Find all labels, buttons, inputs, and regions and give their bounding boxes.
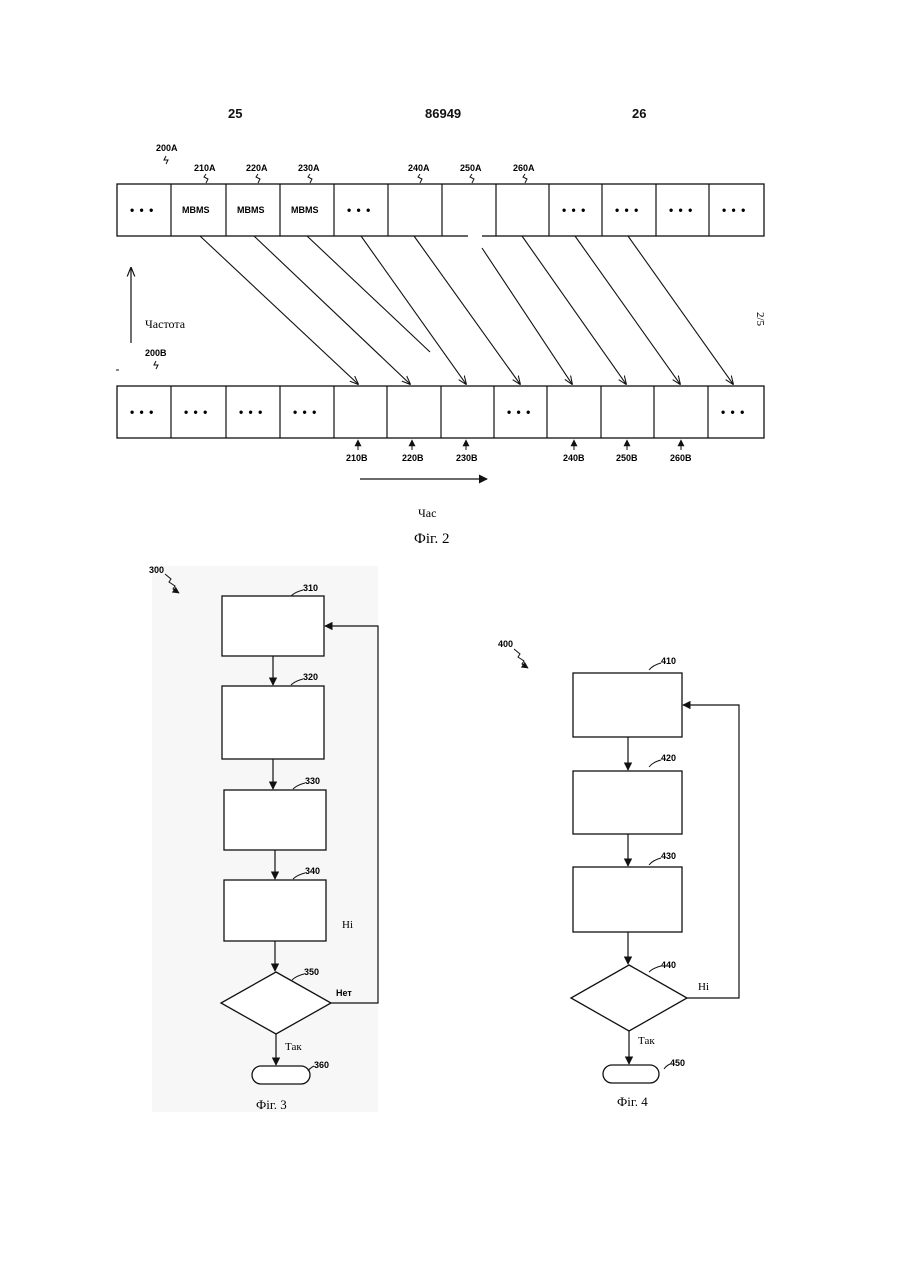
fig3-step-340-box <box>224 880 326 941</box>
label-240a: 240A <box>408 163 430 173</box>
row-b-cell-12-dots: • • • <box>721 405 745 419</box>
row-b-cell-1-dots: • • • <box>130 405 154 419</box>
ref-400: 400 <box>498 639 513 649</box>
fig3-no-label-diamond: Нет <box>336 988 352 998</box>
fig4-label-450: 450 <box>670 1058 685 1068</box>
fig4-terminal-450 <box>603 1065 659 1083</box>
fig4-label-420: 420 <box>661 753 676 763</box>
row-b-cell-4-dots: • • • <box>293 405 317 419</box>
label-250b: 250B <box>616 453 638 463</box>
fig3-terminal-360 <box>252 1066 310 1084</box>
figure-4-caption: Фіг. 4 <box>617 1094 648 1109</box>
fig4-label-440: 440 <box>661 960 676 970</box>
fig3-no-label: Ні <box>342 919 353 931</box>
sheet-side-label: 2/5 <box>754 312 766 327</box>
ref-200a: 200A <box>156 143 178 153</box>
fig3-step-320-box <box>222 686 324 759</box>
label-220a: 220A <box>246 163 268 173</box>
frame-row-a <box>117 184 764 239</box>
fig3-label-360: 360 <box>314 1060 329 1070</box>
row-a-cell-12-dots: • • • <box>669 203 693 217</box>
row-b-leader-lines <box>358 440 681 450</box>
row-a-cell-mbms-2: MBMS <box>237 205 265 215</box>
row-a-cell-mbms-3: MBMS <box>291 205 319 215</box>
fig4-label-430: 430 <box>661 851 676 861</box>
fig3-label-350: 350 <box>304 967 319 977</box>
frame-row-b <box>117 386 764 438</box>
row-a-cell-1-dots: • • • <box>130 203 154 217</box>
ref-200b-squiggle <box>154 361 158 369</box>
row-b-cell-2-dots: • • • <box>184 405 208 419</box>
row-b-cell-3-dots: • • • <box>239 405 263 419</box>
fig3-label-330: 330 <box>305 776 320 786</box>
fig4-step-420-box <box>573 771 682 834</box>
fig4-no-label: Ні <box>698 981 709 993</box>
label-240b: 240B <box>563 453 585 463</box>
ref-200a-squiggle <box>164 156 168 164</box>
fig3-step-330-box <box>224 790 326 850</box>
figure-3: 300 310 320 330 340 350 360 Н <box>149 565 378 1112</box>
fig3-step-310-box <box>222 596 324 656</box>
label-230a: 230A <box>298 163 320 173</box>
label-210b: 210B <box>346 453 368 463</box>
fig3-label-340: 340 <box>305 866 320 876</box>
fig3-yes-label: Так <box>285 1041 302 1053</box>
fig4-label-410: 410 <box>661 656 676 666</box>
ref-300: 300 <box>149 565 164 575</box>
fig4-step-410-box <box>573 673 682 737</box>
row-a-cell-10-dots: • • • <box>562 203 586 217</box>
fig4-yes-label: Так <box>638 1035 655 1047</box>
row-a-cell-11-dots: • • • <box>615 203 639 217</box>
label-230b: 230B <box>456 453 478 463</box>
time-axis-label: Час <box>418 506 436 520</box>
row-b-cell-8-dots: • • • <box>507 405 531 419</box>
row-a-leader-lines <box>204 174 527 183</box>
row-a-cell-5-dots: • • • <box>347 203 371 217</box>
label-210a: 210A <box>194 163 216 173</box>
fig3-label-310: 310 <box>303 583 318 593</box>
fig4-decision-440 <box>571 965 687 1031</box>
label-220b: 220B <box>402 453 424 463</box>
figure-3-caption: Фіг. 3 <box>256 1097 287 1112</box>
label-260a: 260A <box>513 163 535 173</box>
ref-400-squiggle <box>514 649 528 668</box>
label-250a: 250A <box>460 163 482 173</box>
mapping-arrows <box>200 236 733 384</box>
label-260b: 260B <box>670 453 692 463</box>
row-a-cell-13-dots: • • • <box>722 203 746 217</box>
figure-2: 200A • • • MBMS MBMS MBMS • • • • • • • … <box>116 143 766 547</box>
row-a-cell-mbms-1: MBMS <box>182 205 210 215</box>
fig4-step-430-box <box>573 867 682 932</box>
ref-200b: 200B <box>145 348 167 358</box>
figure-4: 400 410 420 430 440 450 Ні Так Фіг. 4 <box>498 639 739 1109</box>
fig3-label-320: 320 <box>303 672 318 682</box>
figure-2-caption: Фіг. 2 <box>414 531 449 547</box>
frequency-axis-label: Частота <box>145 317 186 331</box>
